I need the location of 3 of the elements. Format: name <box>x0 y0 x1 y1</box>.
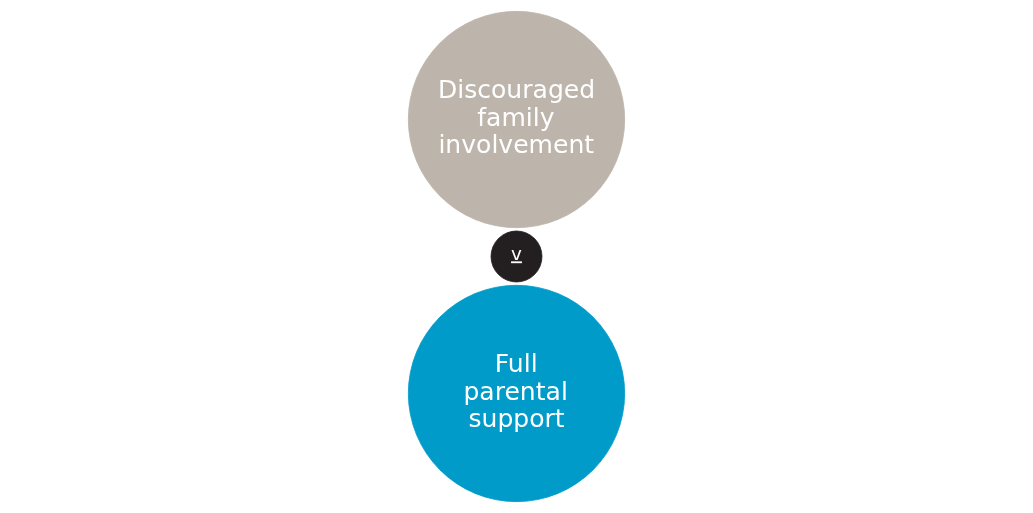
node-circle: Full parental support <box>407 284 626 503</box>
node-circle: v <box>490 230 543 283</box>
node-circle: Discouraged family involvement <box>407 10 626 229</box>
